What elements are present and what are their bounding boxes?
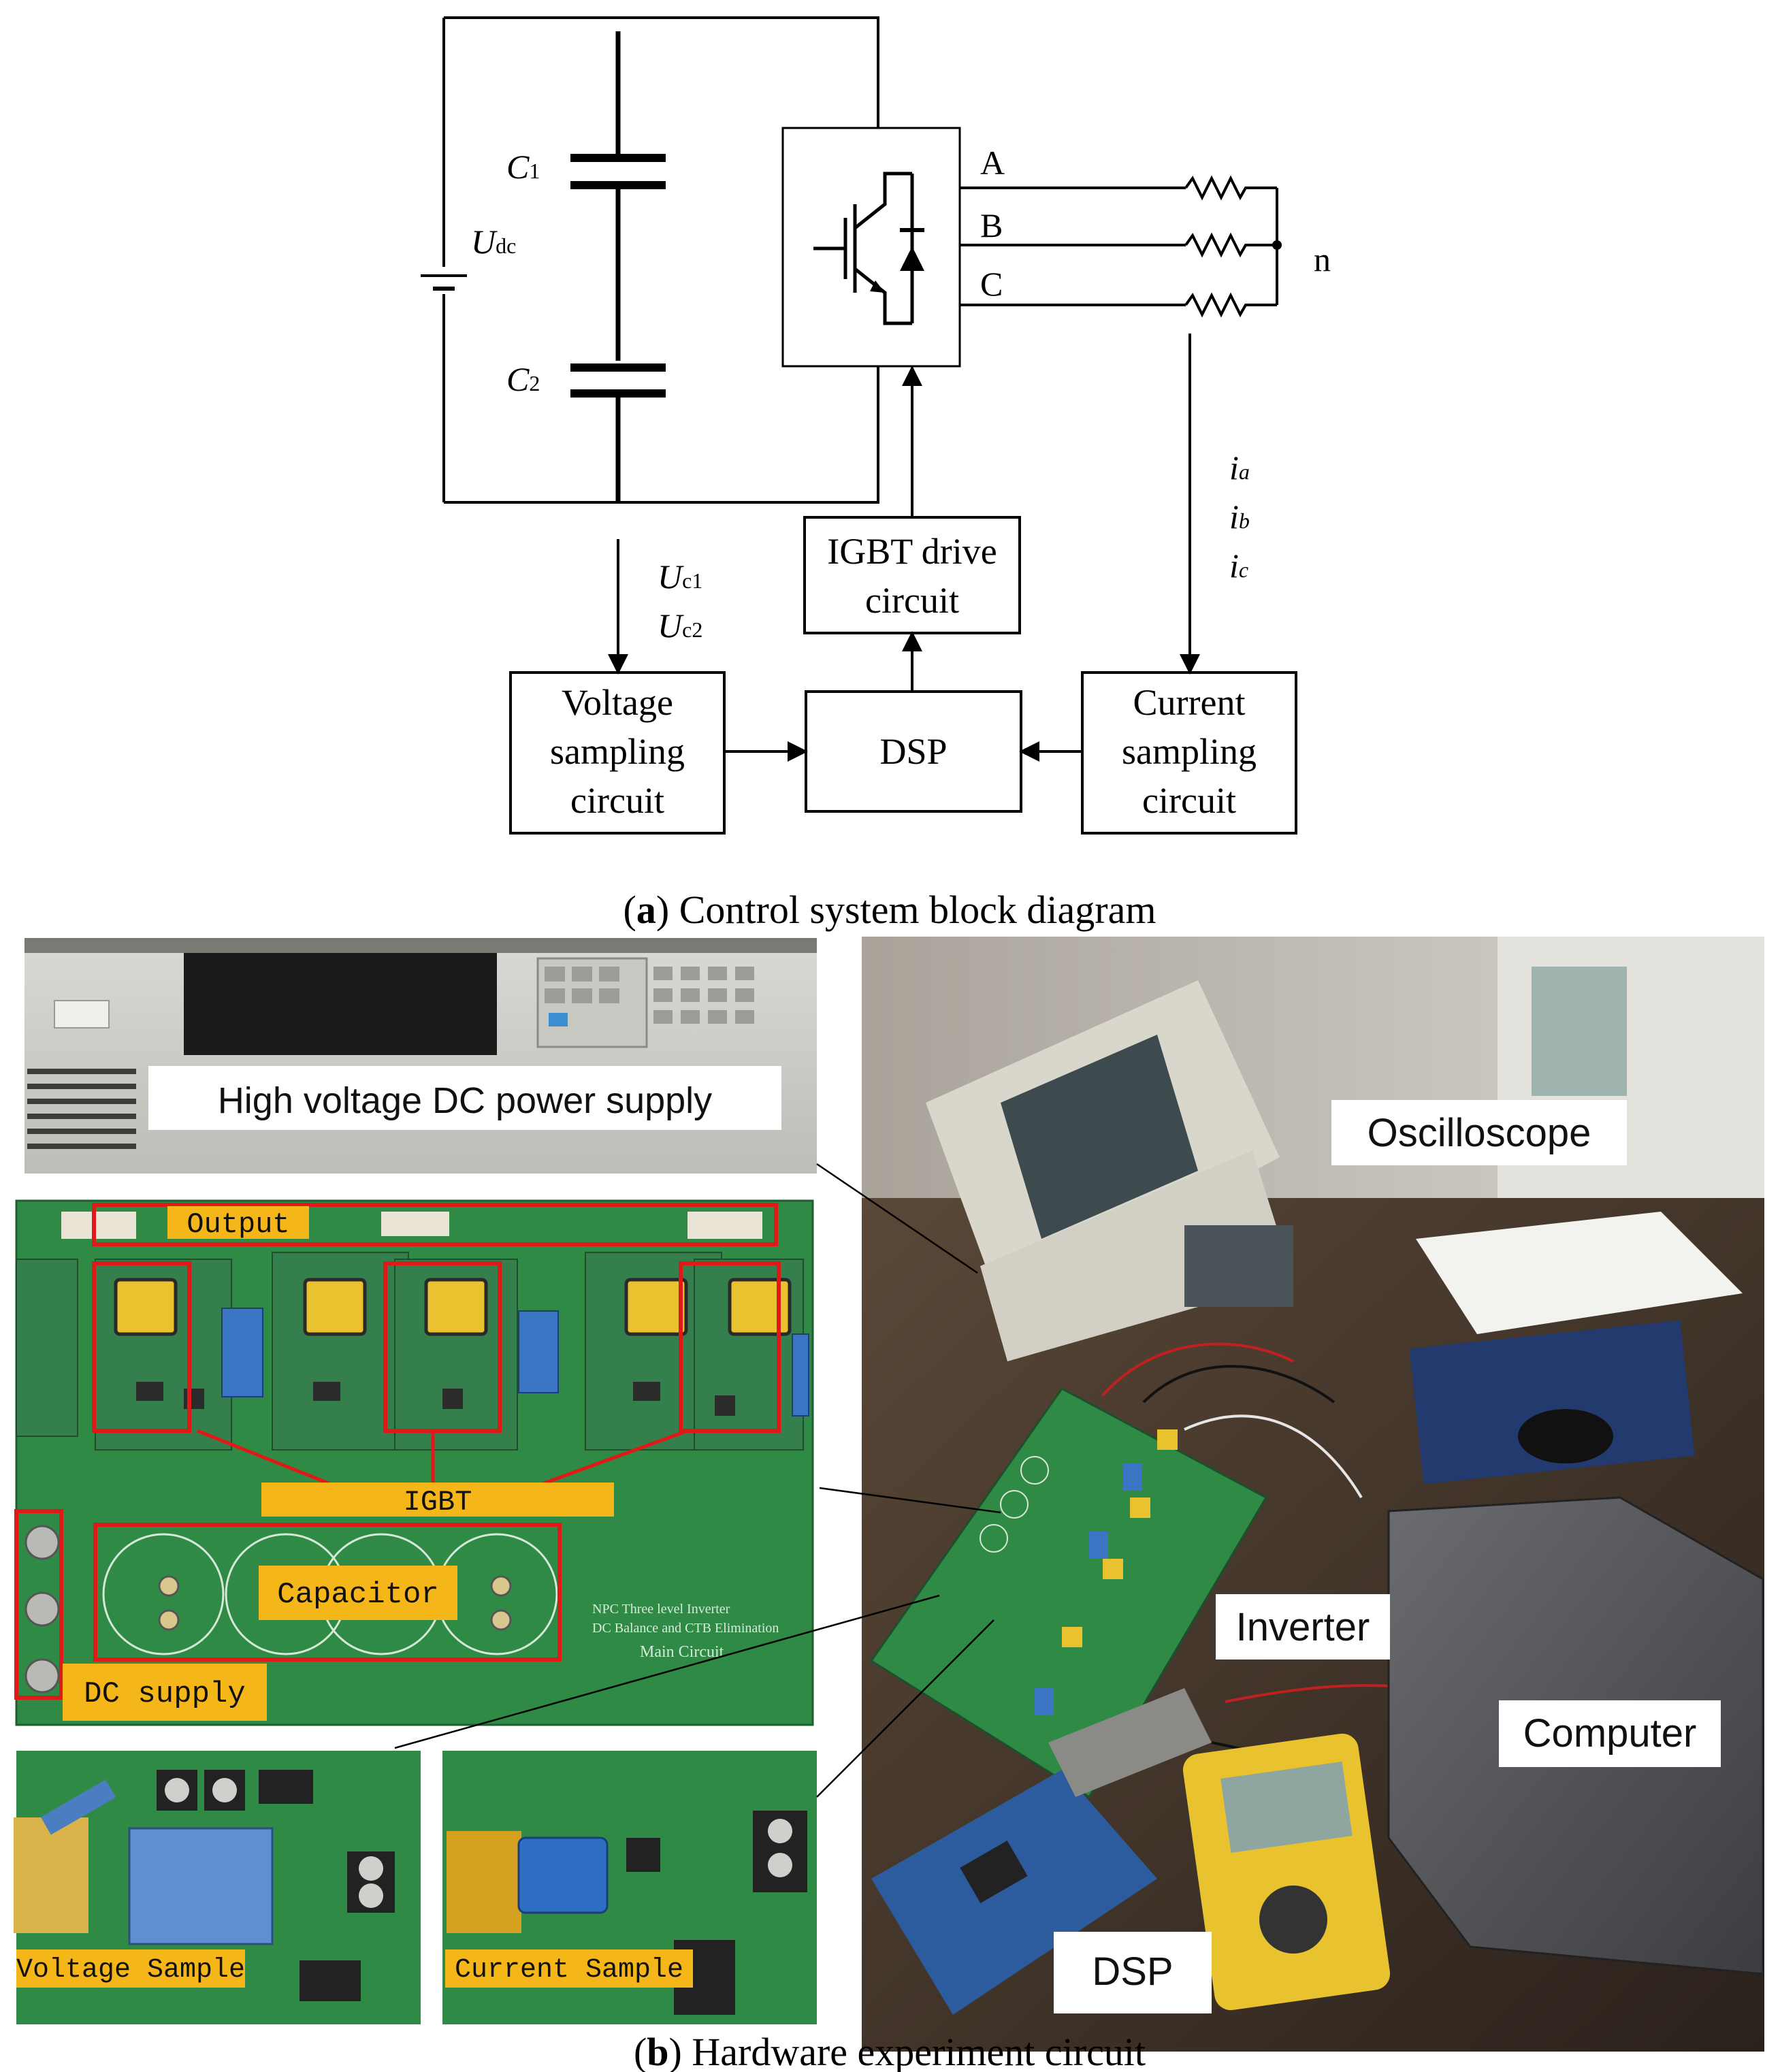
output-label: Output [187,1208,289,1241]
bench-photo: Oscilloscope Inverter Computer DSP [862,937,1764,2052]
neutral-label: n [1314,240,1331,278]
battery-icon [419,267,469,294]
current-sampling-line1: Current [1133,682,1246,723]
dsp-block [805,690,1022,813]
computer-label: Computer [1523,1711,1697,1755]
voltage-sampling-line1: Voltage [562,682,673,723]
control-block-diagram [419,16,1297,835]
resistor-icon [1184,175,1277,201]
dsp-block-label: DSP [879,731,947,772]
oscilloscope-label: Oscilloscope [1368,1111,1591,1155]
ib-label: ib [1229,498,1250,536]
leader-lines [394,1163,1001,1798]
c2-label: C2 [506,360,540,398]
capacitor-label: Capacitor [277,1578,439,1612]
board-silk-1: NPC Three level Inverter [592,1602,730,1617]
resistor-icon [1184,232,1277,258]
caption-a: (a) Control system block diagram [624,888,1156,932]
capacitor-icon [570,154,666,189]
caption-b: (b) Hardware experiment circuit [634,2030,1146,2072]
power-supply-photo: High voltage DC power supply [25,938,817,1173]
block-texts: IGBT drive circuit Voltage sampling circ… [550,531,1257,821]
c1-label: C1 [506,148,540,186]
capacitor-icon [570,363,666,398]
voltage-sampling-line2: sampling [550,731,685,772]
igbt-drive-block [803,516,1021,634]
dc-bus-bottom-wire [444,366,879,504]
voltage-sample-photo: Voltage Sample [14,1751,421,2024]
phase-b-label: B [980,206,1003,244]
igbt-drive-line2: circuit [865,580,959,621]
neutral-node [1272,240,1282,250]
circuit-labels: C1 Udc C2 A B C n ia ib ic Uc1 Uc2 [471,144,1331,645]
diode-icon [900,174,924,323]
multimeter-device [1182,1733,1391,2011]
phase-c-label: C [980,265,1003,303]
power-supply-label: High voltage DC power supply [218,1080,712,1121]
dc-supply-label: DC supply [84,1677,246,1711]
inverter-label: Inverter [1236,1605,1370,1649]
igbt-module [781,127,961,368]
main-board-photo: NPC Three level Inverter DC Balance and … [14,1199,814,1726]
voltage-sample-label: Voltage Sample [16,1955,245,1986]
ic-label: ic [1229,547,1248,585]
dc-bus-top-wire [444,16,879,128]
current-sampling-line2: sampling [1122,731,1257,772]
voltage-sampling-line3: circuit [570,780,664,821]
igbt-icon [813,172,912,325]
current-sampling-block [1081,671,1297,835]
igbt-drive-line1: IGBT drive [827,531,997,572]
bench-dsp-label: DSP [1092,1949,1173,1994]
current-sample-label: Current Sample [455,1955,683,1986]
igbt-label: IGBT [404,1486,472,1519]
current-sampling-line3: circuit [1142,780,1236,821]
board-silk-2: DC Balance and CTB Elimination [592,1621,779,1636]
oscilloscope-device [926,980,1293,1361]
resistor-icon [1184,292,1277,318]
udc-label: Udc [471,223,516,261]
ia-label: ia [1229,449,1250,487]
voltage-sampling-block [509,671,726,835]
current-sample-photo: Current Sample [442,1751,817,2024]
uc2-label: Uc2 [658,606,702,645]
phase-a-label: A [980,144,1005,182]
uc1-label: Uc1 [658,557,702,596]
board-silk-3: Main Circuit [640,1643,724,1661]
